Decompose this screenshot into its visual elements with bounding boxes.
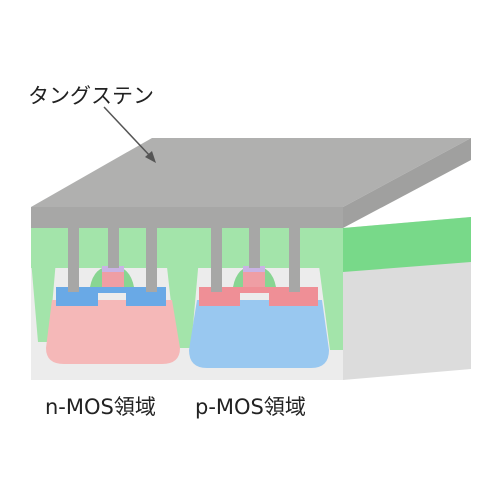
tungsten-plug xyxy=(249,226,260,268)
tungsten-front-face xyxy=(31,207,343,228)
tungsten-pointer-line xyxy=(103,106,152,158)
tungsten-plug xyxy=(211,226,222,292)
n-well xyxy=(189,300,329,368)
tungsten-plug xyxy=(146,226,157,292)
pmos-gate xyxy=(243,271,265,287)
p-well xyxy=(46,300,180,364)
tungsten-plug xyxy=(68,226,79,292)
isolation-trench-right xyxy=(318,258,343,350)
oxide-side-face xyxy=(343,217,471,272)
nmos-gate xyxy=(102,271,124,287)
tungsten-pointer-arrowhead xyxy=(145,151,156,163)
tungsten-top-face xyxy=(31,138,471,207)
tungsten-side-shade xyxy=(343,138,471,228)
pmos-region-label: p-MOS領域 xyxy=(195,395,306,419)
tungsten-side-face xyxy=(343,138,471,228)
tungsten-plug xyxy=(289,226,300,292)
tungsten-plug xyxy=(108,226,119,268)
nmos-source-diffusion xyxy=(56,287,98,306)
nmos-gate-cap xyxy=(102,266,124,272)
pmos-drain-diffusion xyxy=(269,287,318,306)
tungsten-label: タングステン xyxy=(28,84,154,108)
pmos-gate-cap xyxy=(243,266,265,272)
pmos-gate-channel xyxy=(240,287,269,293)
nmos-region-label: n-MOS領域 xyxy=(45,395,156,419)
pmos-source-diffusion xyxy=(199,287,240,306)
nmos-gate-channel xyxy=(98,287,126,293)
